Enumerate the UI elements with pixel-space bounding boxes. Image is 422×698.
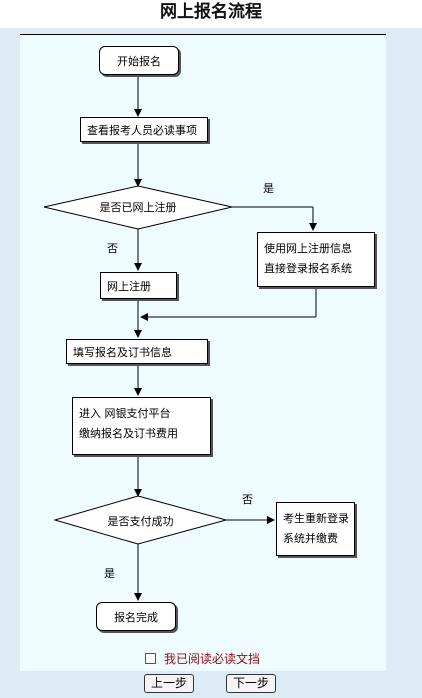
use-info-node: 使用网上注册信息 直接登录报名系统: [257, 232, 375, 287]
relogin-node: 考生重新登录 系统并缴费: [276, 502, 355, 556]
prev-button[interactable]: 上一步: [144, 674, 194, 693]
fill-info-label: 填写报名及订书信息: [73, 345, 172, 359]
use-info-line2: 直接登录报名系统: [264, 262, 352, 275]
decision-registered-label: 是否已网上注册: [99, 201, 177, 214]
register-label: 网上注册: [107, 279, 151, 293]
fill-info-node: 填写报名及订书信息: [66, 339, 208, 364]
decision-paid-shape: [53, 495, 228, 545]
no-label-2: 否: [242, 493, 253, 506]
read-confirm[interactable]: 我已阅读必读文挡: [145, 650, 260, 667]
next-button[interactable]: 下一步: [226, 674, 276, 693]
yes-label-2: 是: [104, 567, 115, 580]
decision-paid: 是否支付成功: [55, 513, 226, 529]
pay-node: 进入 网银支付平台 缴纳报名及订书费用: [72, 397, 211, 455]
page-title: 网上报名流程: [0, 0, 422, 28]
relogin-line1: 考生重新登录: [283, 512, 349, 525]
read-notice-node: 查看报考人员必读事项: [80, 117, 208, 142]
read-confirm-checkbox[interactable]: [145, 653, 156, 664]
done-node: 报名完成: [96, 602, 176, 631]
use-info-line1: 使用网上注册信息: [264, 242, 352, 255]
start-node: 开始报名: [99, 46, 179, 75]
read-confirm-label[interactable]: 我已阅读必读文挡: [164, 652, 261, 666]
pay-line2: 缴纳报名及订书费用: [79, 427, 178, 440]
decision-registered: 是否已网上注册: [44, 199, 232, 215]
decision-registered-shape: [43, 185, 233, 230]
relogin-line2: 系统并缴费: [283, 532, 338, 545]
yes-label-1: 是: [263, 182, 274, 195]
register-node: 网上注册: [100, 272, 177, 299]
start-label: 开始报名: [117, 54, 161, 68]
pay-line1: 进入 网银支付平台: [79, 407, 171, 420]
no-label-1: 否: [107, 242, 118, 255]
decision-paid-label: 是否支付成功: [107, 515, 174, 528]
done-label: 报名完成: [114, 610, 158, 624]
read-notice-label: 查看报考人员必读事项: [87, 123, 197, 137]
